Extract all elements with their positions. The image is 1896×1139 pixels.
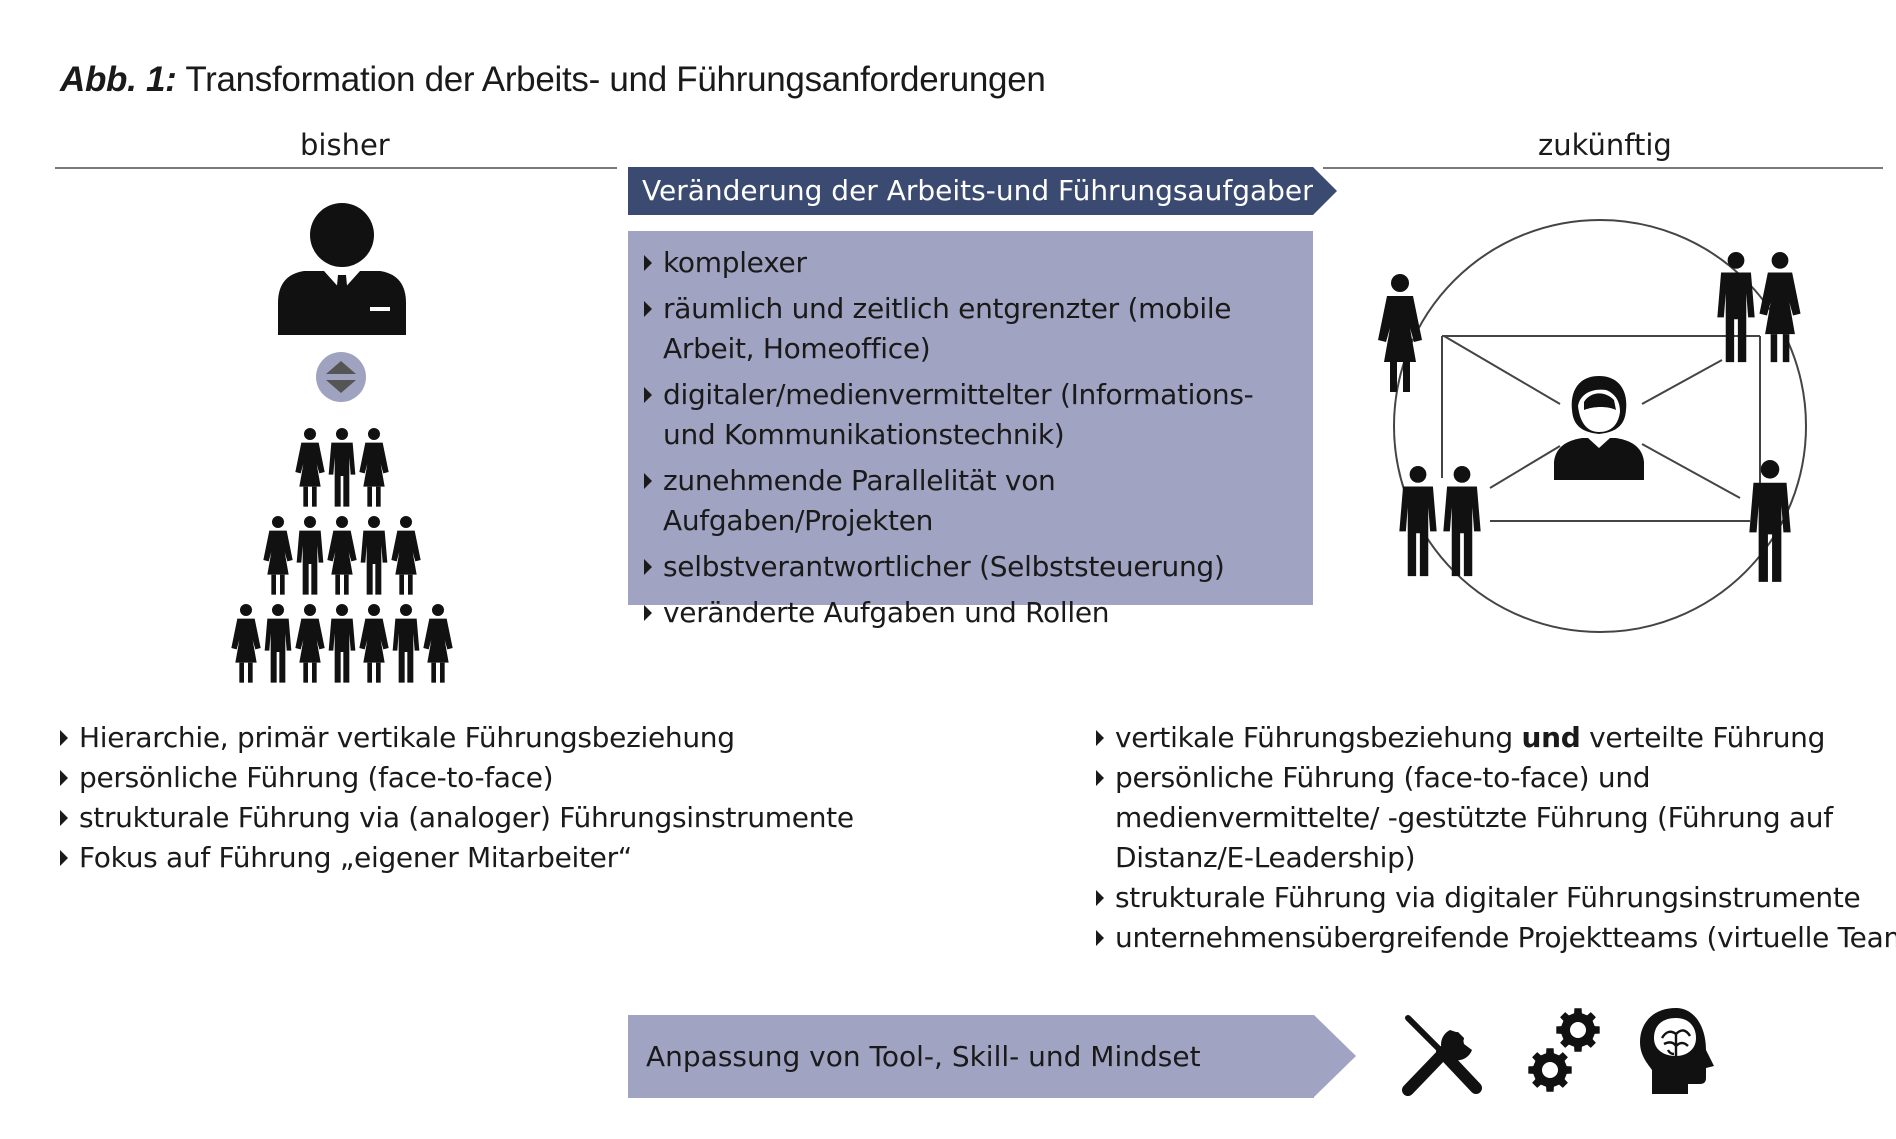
brain-head-icon [1640,1008,1714,1094]
rule-right [1323,167,1883,169]
two-men-icon [1399,466,1481,577]
up-down-arrows-icon [316,352,366,402]
network-circle-icon [1393,219,1807,633]
tools-icon [1402,1015,1482,1096]
change-banner: Veränderung der Arbeits-und Führungsaufg… [628,167,1337,215]
adaptation-banner: Anpassung von Tool-, Skill- und Mindset [628,1015,1356,1098]
right-list: vertikale Führungsbeziehung und verteilt… [1094,718,1896,958]
right-list-item: strukturale Führung via digitaler Führun… [1094,878,1896,918]
change-list: komplexer räumlich und zeitlich entgrenz… [642,243,1299,633]
gears-icon [1528,1008,1600,1092]
right-list-item: persönliche Führung (face-to-face) und m… [1094,758,1875,878]
heading-zukuenftig: zukünftig [1538,128,1672,162]
couple-icon [1717,252,1801,363]
heading-bisher: bisher [300,128,390,162]
left-list-item: strukturale Führung via (analoger) Führu… [58,798,854,838]
employee-pyramid-icon [231,428,453,683]
change-item: zunehmende Parallelität von Aufgaben/Pro… [642,461,1299,541]
change-item: digitaler/medienvermittelter (Informatio… [642,375,1299,455]
left-list-item: Hierarchie, primär vertikale Führungsbez… [58,718,854,758]
change-box: komplexer räumlich und zeitlich entgrenz… [628,231,1313,629]
right-item1-bold: und [1521,721,1581,754]
right-list-item: unternehmensübergreifende Projektteams (… [1094,918,1896,958]
right-item1-post: verteilte Führung [1589,721,1826,754]
right-list-item: vertikale Führungsbeziehung und verteilt… [1094,718,1896,758]
figure-title-text: Transformation der Arbeits- und Führungs… [185,60,1046,99]
change-item: räumlich und zeitlich entgrenzter (mobil… [642,289,1299,369]
leader-woman-icon [1554,376,1644,480]
rule-left [55,167,617,169]
change-item: veränderte Aufgaben und Rollen [642,593,1299,633]
change-item: selbstverantwortlicher (Selbststeuerung) [642,547,1299,587]
figure-title: Abb. 1: Transformation der Arbeits- und … [60,60,1046,100]
figure-label: Abb. 1: [60,60,177,99]
change-item: komplexer [642,243,1299,283]
left-list-item: Fokus auf Führung „eigener Mitarbeiter“ [58,838,854,878]
manager-icon [278,203,406,335]
right-item1-pre: vertikale Führungsbeziehung [1115,721,1513,754]
man-icon [1749,460,1791,582]
left-list: Hierarchie, primär vertikale Führungsbez… [58,718,854,878]
woman-icon [1378,274,1422,392]
left-list-item: persönliche Führung (face-to-face) [58,758,854,798]
